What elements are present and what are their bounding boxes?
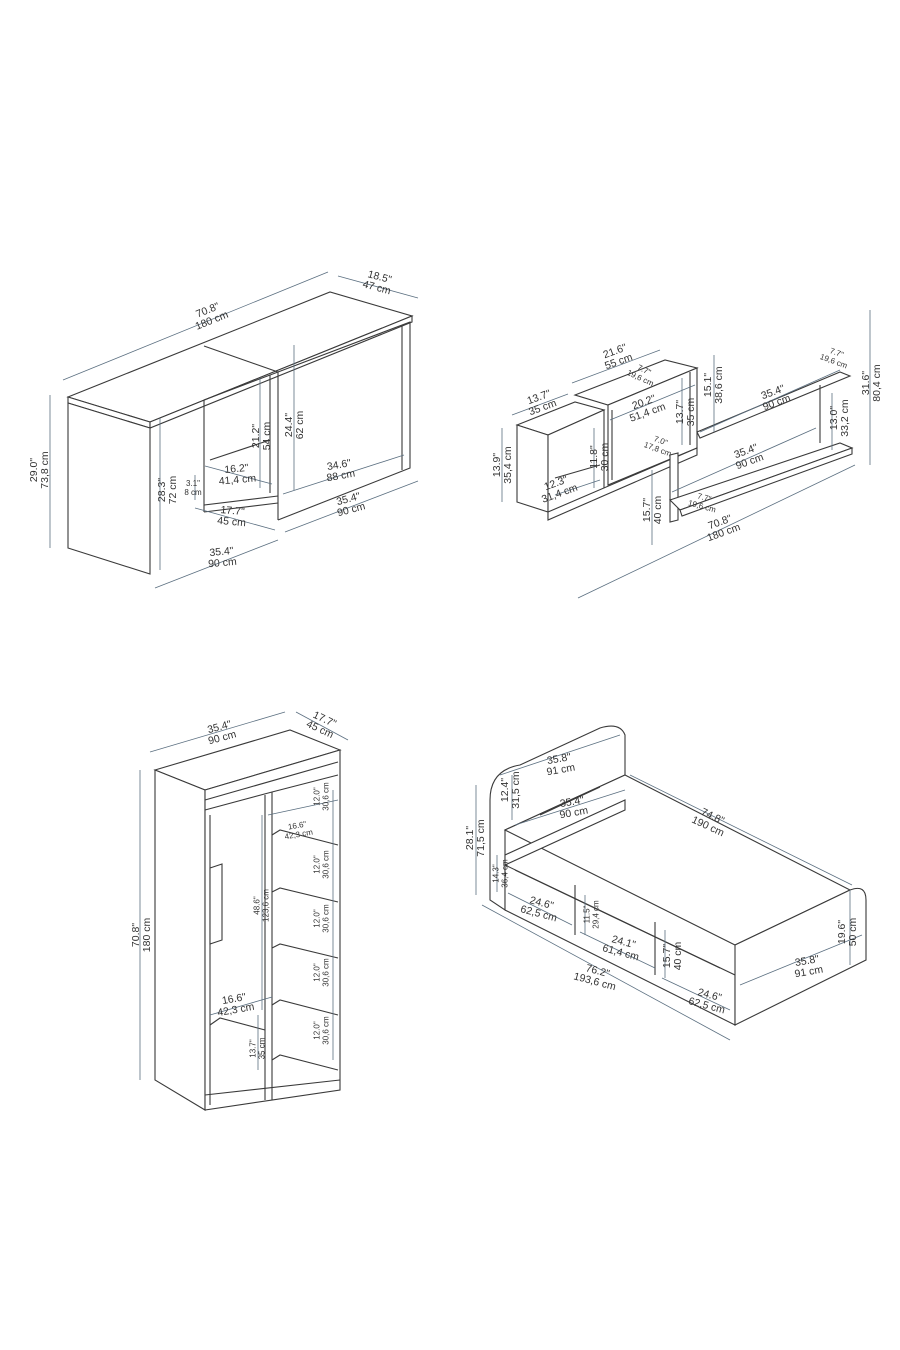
desk-inner-height-label: 28.3"72 cm bbox=[156, 475, 179, 505]
shelf-left-height-label: 13.9"35,4 cm bbox=[491, 446, 514, 484]
bed-head-above-label: 12.4"31,5 cm bbox=[499, 771, 522, 809]
shelf-upper-inner-height-label: 13.7"35 cm bbox=[674, 397, 697, 427]
wardrobe-shelf-spacing-2: 12.0"30,6 cm bbox=[312, 850, 331, 879]
bed-base-height-label: 14.3"36,4 cm bbox=[491, 859, 510, 888]
bed-head-height-label: 28.1"71,5 cm bbox=[464, 819, 487, 857]
wardrobe-hanging-height-label: 48.6"123,6 cm bbox=[252, 889, 271, 922]
wardrobe-shelf-spacing-4: 12.0"30,6 cm bbox=[312, 958, 331, 987]
shelf-total-height-label: 31.6"80,4 cm bbox=[860, 364, 883, 402]
wardrobe-bottom-height-label: 13.7"35 cm bbox=[248, 1037, 267, 1060]
shelf-right-gap-label: 13.0"33,2 cm bbox=[828, 399, 851, 437]
wardrobe-height-label: 70.8"180 cm bbox=[130, 917, 153, 953]
desk-drawing bbox=[66, 291, 414, 575]
shelf-left-inner-height-label: 11.8"30 cm bbox=[588, 442, 611, 472]
desk-niche-height-label: 21.2"54 cm bbox=[250, 421, 273, 451]
wardrobe-shelf-spacing-1: 12.0"30,6 cm bbox=[312, 782, 331, 811]
wardrobe-shelf-spacing-5: 12.0"30,6 cm bbox=[312, 1016, 331, 1045]
shelf-leg-height-label: 15.7"40 cm bbox=[641, 495, 664, 525]
desk-height-label: 29.0"73,8 cm bbox=[28, 451, 51, 489]
wardrobe-drawing bbox=[153, 729, 342, 1111]
bed-comp-height-label: 11.5"29,4 cm bbox=[582, 900, 601, 929]
shelf-drawing bbox=[515, 359, 854, 523]
bed-comp3-height-label: 15.7"40 cm bbox=[661, 941, 684, 971]
shelf-gap-height-label: 15.1"38,6 cm bbox=[702, 366, 725, 404]
dimension-lines bbox=[49, 271, 871, 1080]
desk-plinth-label: 3.1"8 cm bbox=[184, 479, 202, 497]
wardrobe-shelf-spacing-3: 12.0"30,6 cm bbox=[312, 904, 331, 933]
desk-cabinet-height-label: 24.4"62 cm bbox=[283, 410, 306, 440]
bed-foot-height-label: 19.6"50 cm bbox=[836, 917, 859, 947]
